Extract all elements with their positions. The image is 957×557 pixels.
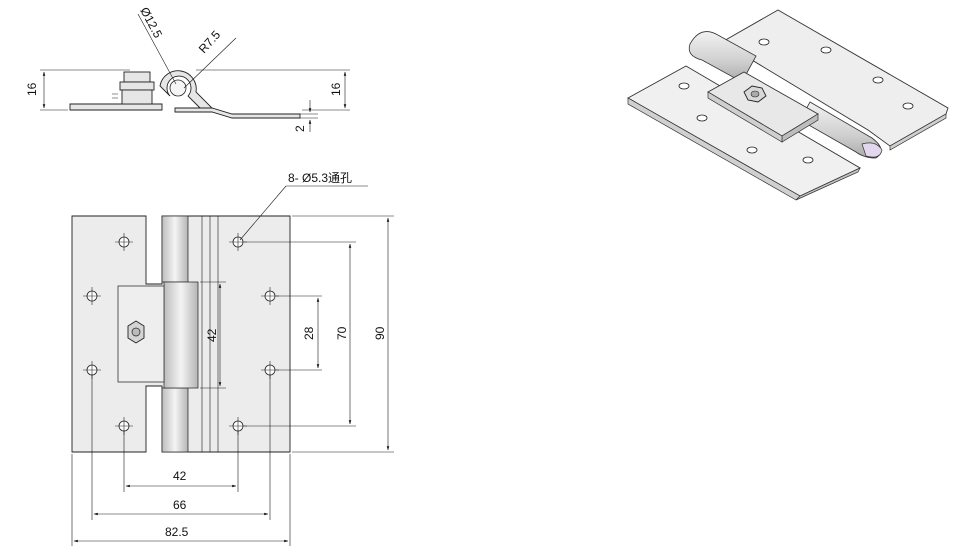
front-view: 8- Ø5.3通孔 42 66 82.5 42 28 70 90 [71,171,394,546]
iso-hole [746,146,758,154]
side-pin [169,79,187,97]
side-dim-16-left: 16 [25,82,39,96]
side-dim-pin-diameter: Ø12.5 [137,5,165,41]
iso-view [627,9,949,201]
side-dim-2: 2 [293,125,307,132]
front-barrel-top [161,215,189,283]
side-dim-radius: R7.5 [196,28,224,56]
iso-barrel-top [688,31,757,83]
side-nut-base [121,89,153,105]
dim-66: 66 [173,498,187,512]
side-view: 16 16 2 Ø12.5 R7.5 [25,5,350,132]
side-nut-top [123,71,151,83]
dim-90: 90 [373,326,387,340]
iso-hole [872,76,884,84]
iso-barrel-bottom [799,101,882,159]
dim-42-vertical: 42 [205,328,219,342]
iso-hole [802,156,814,164]
iso-hole [696,114,708,122]
hole [261,287,279,305]
iso-hole [902,102,914,110]
iso-hole [758,38,770,46]
side-plate-right [174,107,301,119]
front-barrel-middle [163,281,199,389]
dim-82-5: 82.5 [165,525,189,539]
hole [83,287,101,305]
side-knuckle [159,70,214,109]
dim-28: 28 [302,326,316,340]
iso-holes [678,38,914,164]
dim-70: 70 [335,326,349,340]
dim-42-horizontal: 42 [173,469,187,483]
side-nut-mid [119,81,155,91]
side-plate-left [69,103,163,111]
hole-callout: 8- Ø5.3通孔 [288,171,352,185]
iso-hole [820,46,832,54]
hole [115,233,133,251]
iso-hole [678,82,690,90]
front-barrel-bottom [161,387,189,453]
side-dim-16-right: 16 [329,82,343,96]
